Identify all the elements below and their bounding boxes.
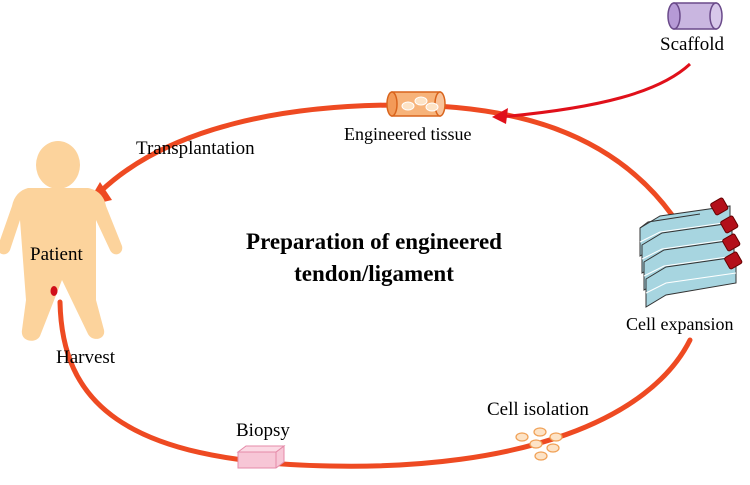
engineered-tissue-label: Engineered tissue [344, 124, 472, 144]
harvest-label: Harvest [56, 347, 116, 368]
transplantation-label: Transplantation [136, 138, 255, 159]
scaffold-icon [667, 2, 723, 30]
cell-culture-flasks-icon [639, 197, 743, 308]
diagram-title-line-2: tendon/ligament [294, 261, 454, 286]
patient-figure-icon [0, 141, 123, 341]
scaffold-label: Scaffold [660, 34, 725, 55]
scaffold-arrowhead [492, 108, 508, 124]
patient-label: Patient [30, 244, 83, 265]
biopsy-label: Biopsy [236, 420, 290, 441]
diagram-title-line-1: Preparation of engineered [246, 229, 502, 254]
biopsy-icon [236, 445, 286, 469]
cycle-arrow-lower [57, 299, 693, 469]
cell-isolation-label: Cell isolation [487, 399, 589, 420]
harvest-site-dot [50, 286, 58, 296]
engineered-tissue-icon [386, 91, 446, 117]
cycle-arrow-upper [97, 102, 675, 218]
isolated-cells-icon [515, 427, 563, 461]
diagram-title: Preparation of engineered tendon/ligamen… [204, 226, 544, 290]
scaffold-arrow [499, 62, 692, 119]
cell-expansion-label: Cell expansion [626, 314, 734, 334]
